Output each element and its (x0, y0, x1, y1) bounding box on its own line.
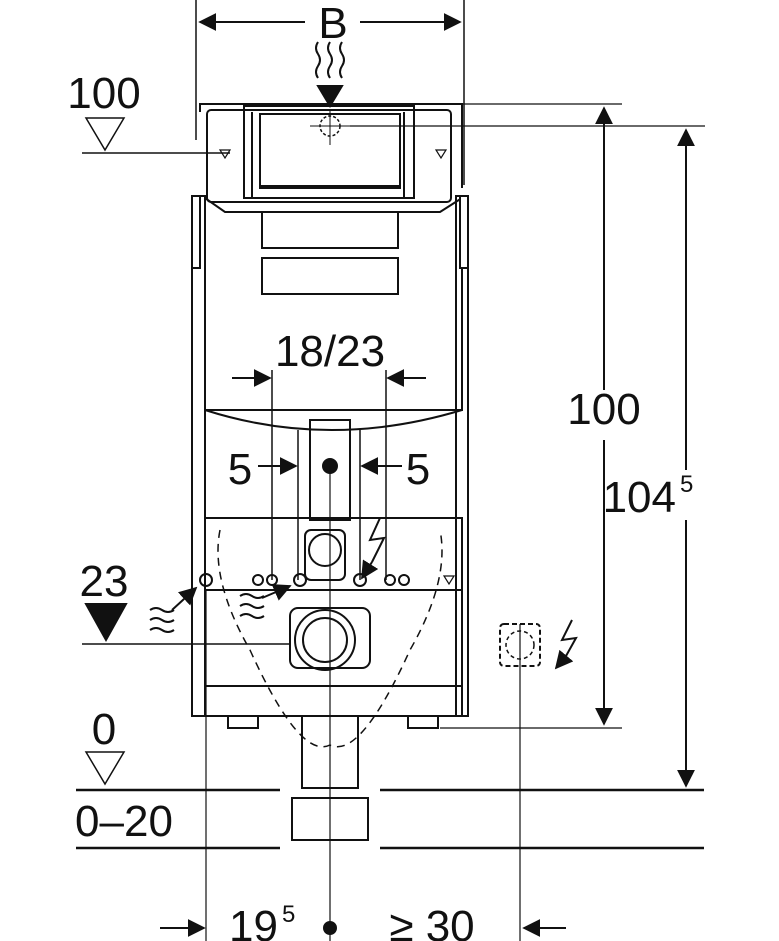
total-height-label: 104 (603, 473, 676, 522)
pipe-spacing-label: 18/23 (275, 327, 385, 376)
level-100-label: 100 (67, 69, 140, 118)
electric-bolt-icon (361, 517, 578, 670)
offset-left-label: 5 (228, 445, 252, 494)
offset-right-label: 5 (406, 445, 430, 494)
min-wall-label: ≥ 30 (389, 902, 474, 941)
water-inlet-icon (315, 41, 345, 79)
side-distance-sup: 5 (282, 901, 295, 928)
width-label: B (318, 0, 347, 48)
side-distance-label: 19 (229, 902, 278, 941)
water-inlet-icon (149, 584, 292, 633)
level-23-label: 23 (80, 557, 129, 606)
level-0-label: 0 (92, 705, 116, 754)
floor-range-label: 0–20 (75, 797, 173, 846)
frame-height-label: 100 (567, 385, 640, 434)
total-height-sup: 5 (680, 471, 693, 498)
level-triangle-icon (218, 149, 456, 586)
